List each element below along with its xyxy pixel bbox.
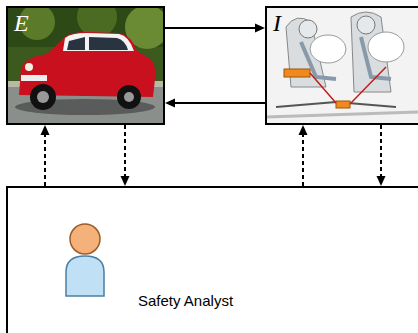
arrowhead — [255, 24, 265, 33]
environment-box: E — [6, 6, 165, 125]
dashed-arrow — [121, 125, 130, 186]
connector-line — [44, 134, 46, 186]
implementation-box: I — [265, 6, 418, 125]
person-icon — [62, 220, 108, 298]
connector-line — [380, 125, 382, 177]
connector-line — [124, 125, 126, 177]
solid-arrow — [165, 99, 265, 108]
arrowhead — [165, 99, 175, 108]
solid-arrow — [165, 24, 265, 33]
connector-line — [174, 102, 265, 104]
airbag-illustration — [266, 7, 418, 124]
dashed-arrow — [377, 125, 386, 186]
node-label: I — [273, 11, 281, 35]
connector-line — [302, 134, 304, 186]
car-photo — [7, 7, 164, 124]
arrowhead — [121, 176, 130, 186]
analyst-box: Safety Analyst — [6, 186, 418, 333]
connector-line — [165, 27, 256, 29]
node-label: E — [14, 11, 29, 35]
arrowhead — [41, 125, 50, 135]
dashed-arrow — [41, 125, 50, 186]
arrowhead — [377, 176, 386, 186]
node-label: Safety Analyst — [138, 292, 233, 310]
dashed-arrow — [299, 125, 308, 186]
arrowhead — [299, 125, 308, 135]
